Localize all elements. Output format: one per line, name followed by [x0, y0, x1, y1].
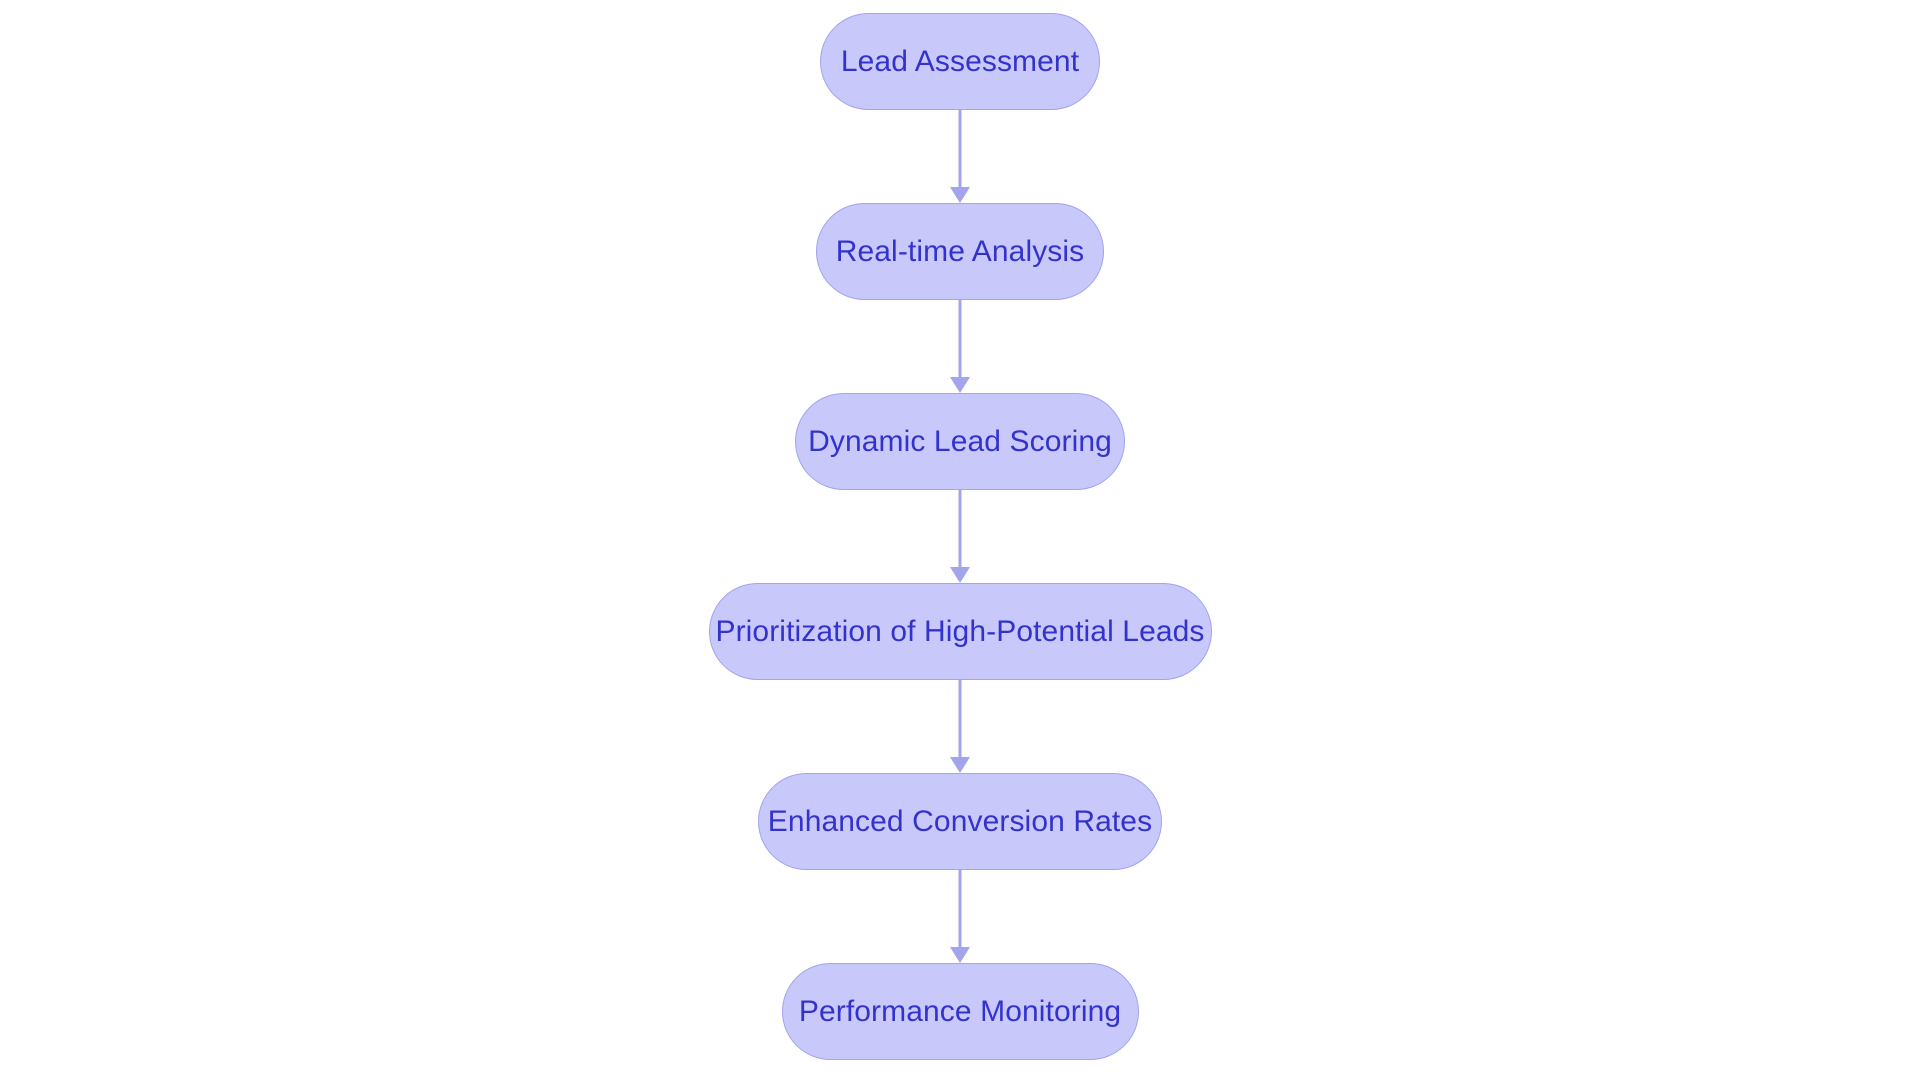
flow-edge-dynamic-lead-scoring-to-prioritization-of-high-potential-leads [948, 490, 972, 583]
flow-node-label: Performance Monitoring [798, 994, 1122, 1028]
down-arrow-icon [950, 300, 970, 393]
down-arrow-icon [950, 870, 970, 963]
down-arrow-icon [950, 110, 970, 203]
down-arrow-icon [950, 680, 970, 773]
flow-node-prioritization-of-high-potential-leads[interactable]: Prioritization of High-Potential Leads [708, 583, 1212, 680]
flow-node-lead-assessment[interactable]: Lead Assessment [820, 13, 1100, 110]
flow-node-real-time-analysis[interactable]: Real-time Analysis [816, 203, 1104, 300]
flow-edge-enhanced-conversion-rates-to-performance-monitoring [948, 870, 972, 963]
flow-node-label: Dynamic Lead Scoring [808, 424, 1112, 458]
flow-edge-lead-assessment-to-real-time-analysis [948, 110, 972, 203]
flow-edge-real-time-analysis-to-dynamic-lead-scoring [948, 300, 972, 393]
flow-node-label: Enhanced Conversion Rates [767, 804, 1153, 838]
flow-node-enhanced-conversion-rates[interactable]: Enhanced Conversion Rates [758, 773, 1162, 870]
down-arrow-icon [950, 490, 970, 583]
flow-node-dynamic-lead-scoring[interactable]: Dynamic Lead Scoring [795, 393, 1125, 490]
flow-node-label: Lead Assessment [840, 44, 1080, 78]
flow-edge-prioritization-of-high-potential-leads-to-enhanced-conversion-rates [948, 680, 972, 773]
flow-node-label: Prioritization of High-Potential Leads [715, 614, 1205, 648]
flow-node-performance-monitoring[interactable]: Performance Monitoring [781, 963, 1139, 1060]
flow-node-label: Real-time Analysis [835, 234, 1085, 268]
